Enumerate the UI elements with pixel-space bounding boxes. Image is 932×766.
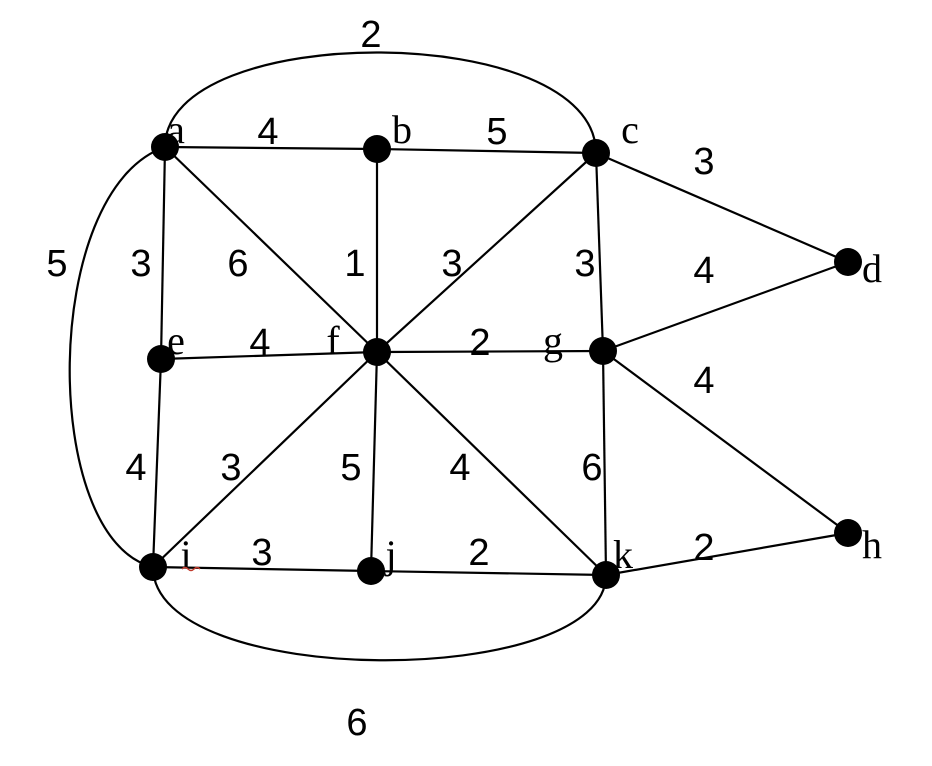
edge-weight-g-k: 6 bbox=[581, 447, 602, 489]
node-label-h: h bbox=[862, 522, 882, 567]
edge-i-k bbox=[151, 566, 608, 662]
node-f bbox=[363, 338, 391, 366]
node-b bbox=[363, 135, 391, 163]
edge-a-b bbox=[164, 145, 378, 151]
edge-c-f bbox=[376, 152, 597, 353]
edge-e-f bbox=[160, 350, 378, 361]
edge-weight-f-j: 5 bbox=[340, 447, 361, 489]
edges bbox=[68, 51, 849, 662]
edge-weight-f-i: 3 bbox=[220, 447, 241, 489]
edge-weight-a-b: 4 bbox=[257, 111, 278, 153]
node-d bbox=[834, 248, 862, 276]
edge-weight-i-j: 3 bbox=[251, 532, 272, 574]
node-label-f: f bbox=[326, 318, 340, 363]
spellcheck-squiggle bbox=[181, 566, 201, 572]
edge-weight-b-c: 5 bbox=[486, 111, 507, 153]
edge-weight-a-c: 2 bbox=[360, 14, 381, 56]
edge-weight-c-g: 3 bbox=[574, 243, 595, 285]
edge-weight-g-h: 4 bbox=[693, 360, 714, 402]
node-j bbox=[357, 557, 385, 585]
nodes bbox=[139, 133, 862, 589]
node-labels: a b c d e f g h i j k bbox=[167, 107, 882, 577]
node-label-j: j bbox=[383, 532, 396, 577]
edge-i-j bbox=[152, 565, 372, 573]
node-h bbox=[834, 519, 862, 547]
edge-weight-a-e: 3 bbox=[130, 243, 151, 285]
edge-weight-i-k: 6 bbox=[346, 702, 367, 744]
edge-weight-c-f: 3 bbox=[441, 243, 462, 285]
node-label-c: c bbox=[621, 107, 639, 152]
edge-c-g bbox=[594, 152, 605, 352]
edge-g-h bbox=[602, 350, 849, 534]
edge-e-i bbox=[151, 358, 163, 568]
edge-weight-e-f: 4 bbox=[249, 322, 270, 364]
edge-b-c bbox=[376, 147, 597, 155]
edge-weight-j-k: 2 bbox=[468, 532, 489, 574]
edge-j-k bbox=[370, 569, 607, 577]
edge-a-i bbox=[68, 145, 166, 569]
edge-f-i bbox=[152, 351, 378, 568]
edge-weight-b-f: 1 bbox=[344, 243, 365, 285]
edge-weight-a-i: 5 bbox=[46, 243, 67, 285]
edge-weight-e-i: 4 bbox=[125, 447, 146, 489]
edge-g-d bbox=[602, 260, 849, 353]
node-c bbox=[582, 139, 610, 167]
node-label-b: b bbox=[392, 107, 412, 152]
edge-k-h bbox=[605, 531, 849, 577]
edge-weight-f-g: 2 bbox=[469, 322, 490, 364]
edge-weight-a-f: 6 bbox=[227, 243, 248, 285]
node-k bbox=[592, 561, 620, 589]
node-label-a: a bbox=[167, 107, 185, 152]
node-label-k: k bbox=[613, 532, 633, 577]
edge-a-e bbox=[159, 146, 167, 360]
edge-f-j bbox=[369, 351, 379, 572]
edge-f-g bbox=[376, 349, 604, 354]
edge-g-k bbox=[601, 350, 608, 576]
node-label-e: e bbox=[167, 318, 185, 363]
edge-weight-f-k: 4 bbox=[449, 447, 470, 489]
node-a bbox=[151, 133, 179, 161]
edge-weight-g-d: 4 bbox=[693, 250, 714, 292]
node-i bbox=[139, 553, 167, 581]
node-label-i: i bbox=[180, 532, 191, 577]
node-g bbox=[589, 337, 617, 365]
edge-a-c bbox=[163, 51, 598, 154]
edge-a-f bbox=[164, 146, 378, 353]
node-label-d: d bbox=[862, 246, 882, 291]
edge-c-d bbox=[595, 151, 849, 264]
node-e bbox=[147, 345, 175, 373]
edge-weight-c-d: 3 bbox=[693, 141, 714, 183]
edge-weight-k-h: 2 bbox=[693, 527, 714, 569]
edge-f-k bbox=[376, 351, 607, 576]
node-label-g: g bbox=[543, 318, 563, 363]
